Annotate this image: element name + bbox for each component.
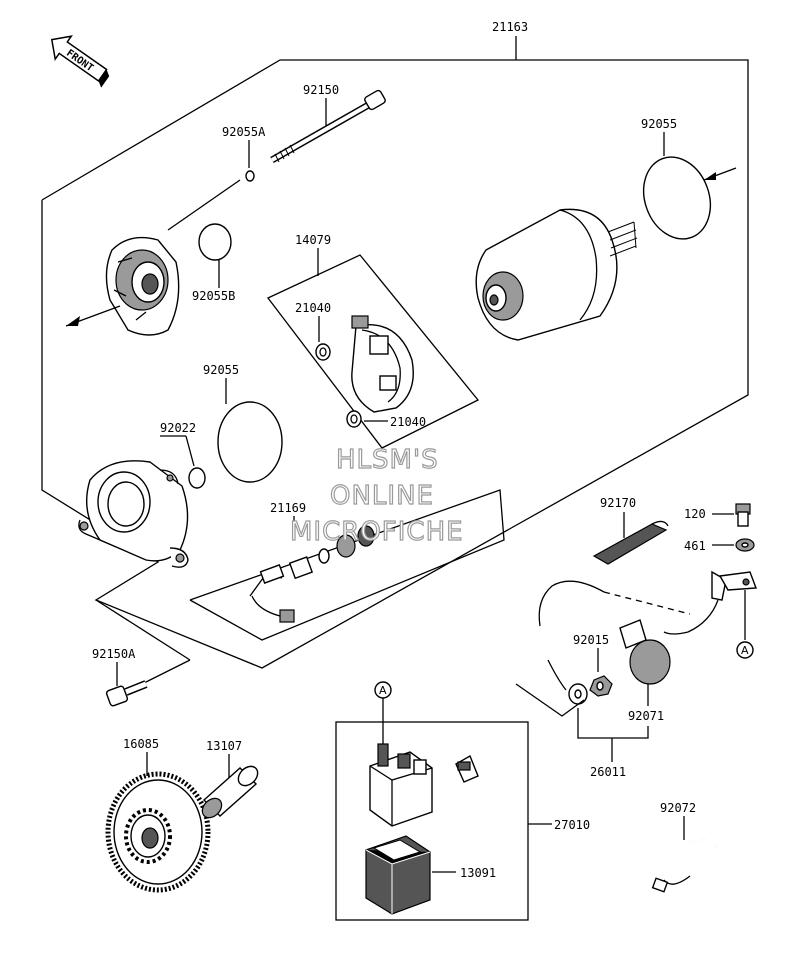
label-13107: 13107 [206,739,242,753]
label-92055B: 92055B [192,289,235,303]
gear-shaft [201,765,259,819]
label-92150A: 92150A [92,647,136,661]
o-ring-small [245,170,255,182]
label-92071: 92071 [628,709,664,723]
terminal-insulator [288,556,314,580]
svg-text:MICROFICHE: MICROFICHE [290,517,464,547]
label-92170: 92170 [600,496,636,510]
bolt-120 [735,503,751,527]
label-92055-top: 92055 [641,117,677,131]
fuse [455,754,479,783]
o-ring-large-mid [217,401,283,483]
svg-text:ONLINE: ONLINE [330,481,434,511]
terminal-bolt [249,564,295,623]
terminal-washer [336,534,356,558]
label-21169: 21169 [270,501,306,515]
svg-text:A: A [741,644,749,657]
front-cover [78,460,189,568]
label-21040-lower: 21040 [390,415,426,429]
washer-cover [188,467,206,489]
motor-yoke [475,208,638,341]
label-461: 461 [684,539,706,553]
terminal-cap [619,619,671,685]
label-92055A: 92055A [222,125,266,139]
bolt-92150a [105,680,148,707]
starter-lead [592,520,669,565]
through-bolt [270,89,386,164]
svg-text:A: A [379,684,387,697]
rear-cover [105,236,180,336]
o-ring-rear-cover [198,223,232,261]
label-21040-upper: 21040 [295,301,331,315]
label-26011: 26011 [590,765,626,779]
svg-text:HLSM'S: HLSM'S [336,445,439,475]
label-92015: 92015 [573,633,609,647]
terminal-o-ring [318,548,330,564]
ground-cable [538,570,757,705]
label-13091: 13091 [460,866,496,880]
brush-plate [351,315,414,413]
relay-box-outline [335,721,529,921]
label-92055-mid: 92055 [203,363,239,377]
assembly-outline [41,59,749,669]
label-21163: 21163 [492,20,528,34]
brush-spring-upper [315,343,331,361]
label-14079: 14079 [295,233,331,247]
o-ring-large-top [642,156,712,240]
front-arrow-icon: FRONT [50,35,110,88]
relay-cover [365,835,431,915]
terminal-nut [357,525,375,547]
ref-marker-a-right [736,641,754,659]
brush-holder-outline [266,254,480,449]
watermark: HLSM'S ONLINE MICROFICHE [289,444,464,547]
terminal-subassembly-outline [189,489,505,641]
label-16085: 16085 [123,737,159,751]
label-120: 120 [684,507,706,521]
label-92022: 92022 [160,421,196,435]
label-92150: 92150 [303,83,339,97]
brush-spring-lower [346,410,362,428]
starter-relay [369,743,433,827]
label-27010: 27010 [554,818,590,832]
cable-band [651,839,717,893]
idle-gear [105,771,211,893]
label-92072: 92072 [660,801,696,815]
